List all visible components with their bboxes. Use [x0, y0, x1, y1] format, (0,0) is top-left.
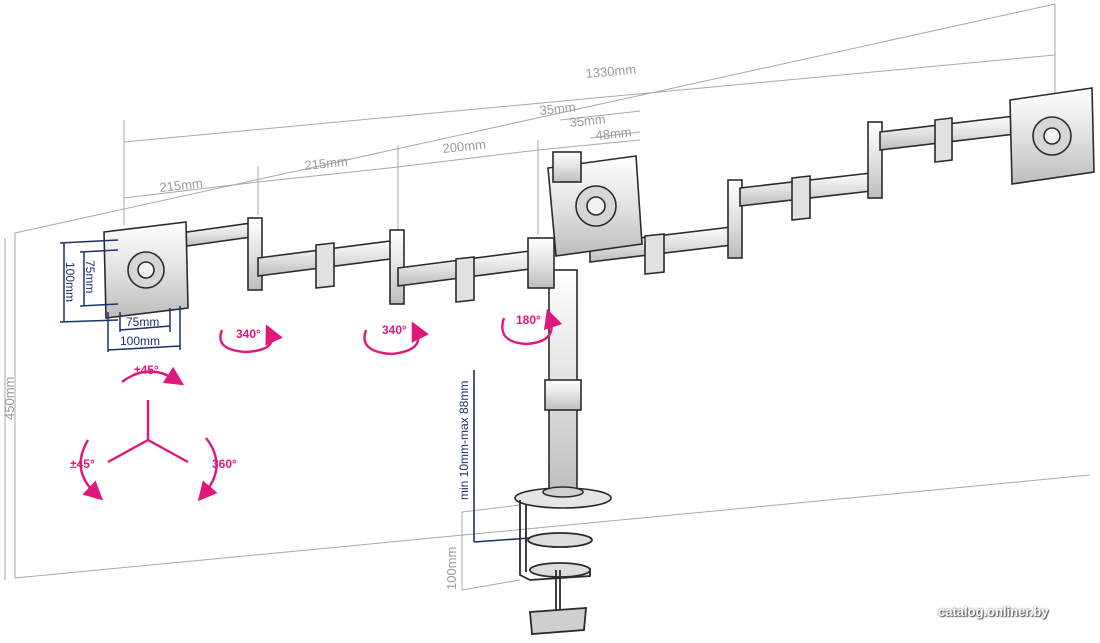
tilt-arrow: [121, 366, 185, 386]
vesa-inner-height: 75mm: [83, 260, 97, 293]
rotation-indicators: [79, 308, 563, 502]
swivel-label: ±45°: [70, 457, 95, 471]
desk-pole: [514, 269, 612, 509]
dim-pole-offset-b: 35mm: [569, 111, 606, 130]
rotate-arrow: [197, 437, 218, 502]
desk-clamp: [519, 500, 593, 635]
rotate-joint-2-label: 340°: [382, 323, 407, 337]
dim-clamp-range: min 10mm-max 88mm: [457, 381, 471, 500]
tilt-label: ±45°: [134, 363, 159, 377]
dim-segment-2: 215mm: [304, 154, 349, 173]
vesa-plate-right: [1009, 87, 1095, 185]
rotate-label: 360°: [212, 457, 237, 471]
dim-clamp-height: 100mm: [444, 547, 459, 590]
dimension-labels: 1330mm 215mm 215mm 200mm 35mm 35mm 48mm …: [2, 62, 637, 590]
dim-pole-offset-c: 48mm: [595, 124, 632, 143]
rotate-joint-3-label: 180°: [516, 313, 541, 327]
dim-segment-1: 215mm: [159, 176, 204, 195]
arm-assembly: [179, 115, 1016, 305]
vesa-inner-width: 75mm: [126, 315, 159, 329]
rotate-joint-3-arrow: [501, 308, 563, 346]
dim-pole-offset-a: 35mm: [539, 99, 576, 118]
dim-total-width: 1330mm: [585, 62, 637, 81]
vesa-dimension-lines: [59, 239, 181, 352]
rotate-joint-1-arrow: [219, 324, 283, 354]
vesa-outer-height: 100mm: [63, 262, 77, 302]
swivel-arrow: [79, 439, 104, 501]
wall-guides: [4, 3, 1091, 591]
clamp-range-guide: [473, 370, 531, 543]
vesa-plate-left: [103, 221, 189, 319]
rotate-joint-1-label: 340°: [236, 327, 261, 341]
dim-segment-3: 200mm: [442, 137, 487, 156]
dim-height: 450mm: [2, 377, 17, 420]
watermark: catalog.onliner.by: [938, 604, 1049, 619]
vesa-outer-width: 100mm: [120, 334, 160, 348]
rotate-joint-2-arrow: [363, 321, 429, 356]
vesa-plate-center: [547, 151, 643, 257]
